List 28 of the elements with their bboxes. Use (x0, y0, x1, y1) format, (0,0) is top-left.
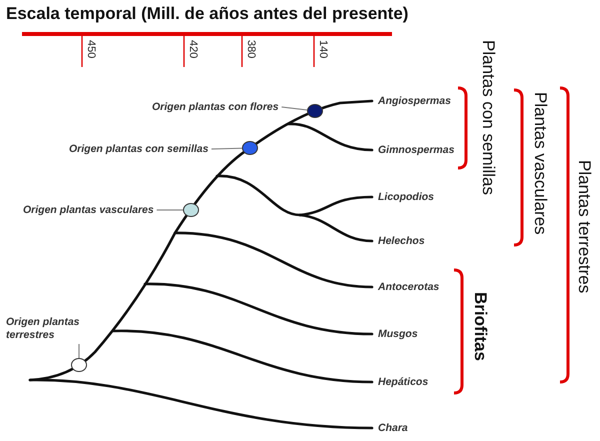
annotation-text: Origen plantas con semillas (69, 143, 208, 155)
annotation-text: Origen plantas terrestres (6, 316, 86, 342)
leader-line (210, 148, 242, 150)
taxon-label: Angiospermas (378, 95, 451, 107)
taxon-label: Gimnospermas (378, 144, 454, 156)
group-label: Plantas terrestres (574, 160, 594, 294)
group-label: Briofitas (470, 292, 490, 361)
taxon-label: Helechos (378, 235, 425, 247)
tick-label: 140 (317, 40, 329, 58)
taxon-label: Musgos (378, 328, 418, 340)
taxon-label: Licopodios (378, 191, 434, 203)
tick-label: 450 (85, 40, 97, 58)
leader-line (78, 344, 80, 358)
tick-label: 420 (187, 40, 199, 58)
annotation-text: Origen plantas vasculares (23, 204, 154, 216)
origin-marker (71, 358, 87, 372)
group-label: Plantas con semillas (478, 40, 498, 195)
annotation-text: Origen plantas con flores (152, 101, 279, 113)
taxon-label: Hepáticos (378, 376, 428, 388)
tick-label: 380 (245, 40, 257, 58)
origin-marker (307, 104, 323, 118)
taxon-label: Antocerotas (378, 281, 440, 293)
group-label: Plantas vasculares (530, 92, 550, 235)
taxon-label: Chara (378, 422, 408, 434)
origin-marker (242, 141, 258, 155)
chart-title: Escala temporal (Mill. de años antes del presente) (6, 4, 408, 24)
origin-marker (183, 203, 199, 217)
leader-line (281, 106, 308, 111)
